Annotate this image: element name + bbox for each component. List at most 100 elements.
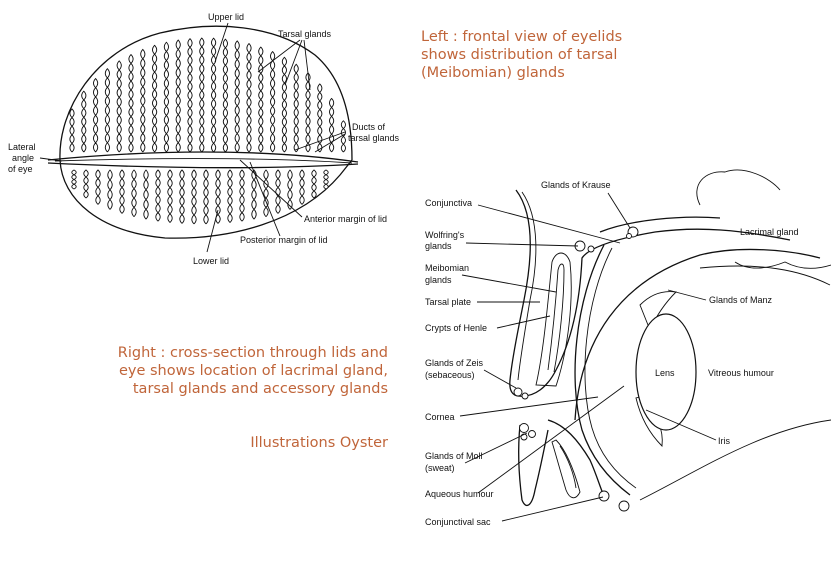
lower-lid-outline bbox=[59, 159, 353, 239]
label-lateral-angle-line3: of eye bbox=[8, 164, 33, 174]
label-glands-manz: Glands of Manz bbox=[709, 295, 773, 305]
upper-tarsal-plate bbox=[535, 252, 572, 387]
leader-wolfring bbox=[465, 242, 579, 247]
label-posterior-margin: Posterior margin of lid bbox=[240, 235, 328, 245]
leader-lateral-angle bbox=[39, 157, 63, 162]
upper-tarsal-gland bbox=[329, 97, 335, 153]
lower-lid-skin bbox=[518, 424, 549, 507]
meibomian-gland-lower bbox=[559, 445, 577, 489]
leader-tarsal-glands-2 bbox=[284, 39, 303, 86]
lower-tarsal-gland bbox=[83, 169, 89, 199]
lower-tarsal-gland bbox=[107, 169, 113, 210]
upper-tarsal-gland bbox=[281, 56, 287, 153]
caption-right: Right : cross-section through lids and e… bbox=[118, 345, 388, 397]
lower-tarsal-gland bbox=[251, 169, 257, 220]
leader-tarsal-glands-3 bbox=[303, 39, 311, 91]
upper-tarsal-gland bbox=[234, 40, 240, 153]
label-tarsal-plate: Tarsal plate bbox=[425, 297, 471, 307]
cross-section-illustration: Glands of Krause Conjunctiva Wolfring's … bbox=[425, 169, 831, 527]
lower-tarsal-gland bbox=[167, 169, 173, 223]
upper-lid-outline bbox=[59, 25, 353, 161]
upper-tarsal-gland bbox=[293, 63, 299, 153]
leader-posterior-margin bbox=[249, 161, 281, 237]
lower-tarsal-gland bbox=[95, 169, 101, 205]
upper-tarsal-gland bbox=[163, 41, 169, 153]
label-ducts-line2: tarsal glands bbox=[348, 133, 400, 143]
krause-gland bbox=[626, 226, 639, 239]
lower-tarsal-gland bbox=[323, 169, 329, 190]
lid-margin-mid-line bbox=[54, 158, 353, 164]
meibomian-gland-upper bbox=[547, 263, 565, 373]
upper-tarsal-gland bbox=[222, 38, 228, 153]
conjunctival-sac-glands bbox=[598, 490, 630, 512]
lower-tarsal-gland bbox=[155, 169, 161, 222]
upper-tarsal-gland bbox=[317, 83, 323, 153]
label-tarsal-glands: Tarsal glands bbox=[278, 29, 332, 39]
label-glands-krause: Glands of Krause bbox=[541, 180, 611, 190]
lower-tarsal-gland bbox=[71, 169, 77, 190]
lower-tarsal-gland bbox=[203, 169, 209, 225]
sclera-outer bbox=[574, 216, 821, 421]
lacrimal-gland-shape bbox=[696, 169, 831, 269]
label-upper-lid: Upper lid bbox=[208, 12, 244, 22]
label-wolfring-line2: glands bbox=[425, 241, 452, 251]
leader-meibomian bbox=[461, 274, 557, 293]
wolfring-gland bbox=[574, 240, 595, 253]
upper-tarsal-gland bbox=[258, 46, 264, 153]
upper-lid-conjunctiva bbox=[517, 228, 791, 397]
lower-tarsal-gland bbox=[263, 169, 269, 217]
upper-tarsal-gland bbox=[81, 90, 87, 153]
frontal-eyelid-illustration: Upper lid Tarsal glands Ducts of tarsal … bbox=[8, 12, 400, 266]
label-lateral-angle-line1: Lateral bbox=[8, 142, 36, 152]
leader-iris bbox=[645, 409, 717, 441]
label-wolfring-line1: Wolfring's bbox=[425, 230, 465, 240]
leader-ducts-2 bbox=[314, 133, 346, 153]
label-crypts-henle: Crypts of Henle bbox=[425, 323, 487, 333]
leader-aqueous bbox=[477, 385, 625, 494]
lower-tarsal-plate bbox=[551, 439, 581, 499]
lower-tarsal-gland bbox=[299, 169, 305, 205]
upper-lid-skin-inner bbox=[517, 191, 537, 381]
upper-tarsal-gland bbox=[152, 44, 158, 153]
label-cornea: Cornea bbox=[425, 412, 455, 422]
label-anterior-margin: Anterior margin of lid bbox=[304, 214, 387, 224]
label-lens: Lens bbox=[655, 368, 675, 378]
leader-cornea bbox=[459, 396, 599, 417]
label-ducts-line1: Ducts of bbox=[352, 122, 386, 132]
leader-krause bbox=[607, 192, 631, 229]
upper-tarsal-gland bbox=[270, 50, 276, 153]
lower-tarsal-gland bbox=[311, 169, 317, 199]
upper-lid-skin bbox=[509, 189, 531, 397]
caption-left-line3: (Meibomian) glands bbox=[421, 65, 565, 81]
lid-margin-upper-line bbox=[47, 151, 359, 163]
label-moll-line1: Glands of Moll bbox=[425, 451, 483, 461]
upper-tarsal-gland bbox=[199, 37, 205, 153]
leader-ducts-1 bbox=[294, 131, 346, 151]
label-moll-line2: (sweat) bbox=[425, 463, 455, 473]
lower-tarsal-gland bbox=[239, 169, 245, 222]
lower-tarsal-gland bbox=[191, 169, 197, 225]
label-iris: Iris bbox=[718, 436, 730, 446]
leader-manz bbox=[667, 289, 707, 301]
leader-conjunctiva bbox=[477, 204, 621, 244]
caption-left: Left : frontal view of eyelids shows dis… bbox=[421, 29, 622, 81]
lower-tarsal-gland bbox=[143, 169, 149, 220]
leader-zeis bbox=[483, 369, 517, 389]
posterior-globe bbox=[639, 419, 831, 501]
label-lacrimal-gland: Lacrimal gland bbox=[740, 227, 799, 237]
upper-tarsal-glands bbox=[69, 37, 346, 153]
upper-tarsal-gland bbox=[104, 68, 110, 153]
lower-tarsal-gland bbox=[215, 169, 221, 224]
label-meibomian-line2: glands bbox=[425, 275, 452, 285]
leader-henle bbox=[496, 315, 551, 329]
lens bbox=[635, 313, 697, 431]
caption-right-line2: eye shows location of lacrimal gland, bbox=[119, 363, 388, 379]
label-lower-lid: Lower lid bbox=[193, 256, 229, 266]
leader-conjunctival-sac bbox=[501, 496, 604, 522]
moll-glands bbox=[519, 423, 536, 441]
leader-anterior-margin bbox=[239, 159, 303, 218]
label-meibomian-line1: Meibomian bbox=[425, 263, 469, 273]
upper-tarsal-gland bbox=[340, 120, 346, 153]
retina-line bbox=[699, 265, 831, 286]
